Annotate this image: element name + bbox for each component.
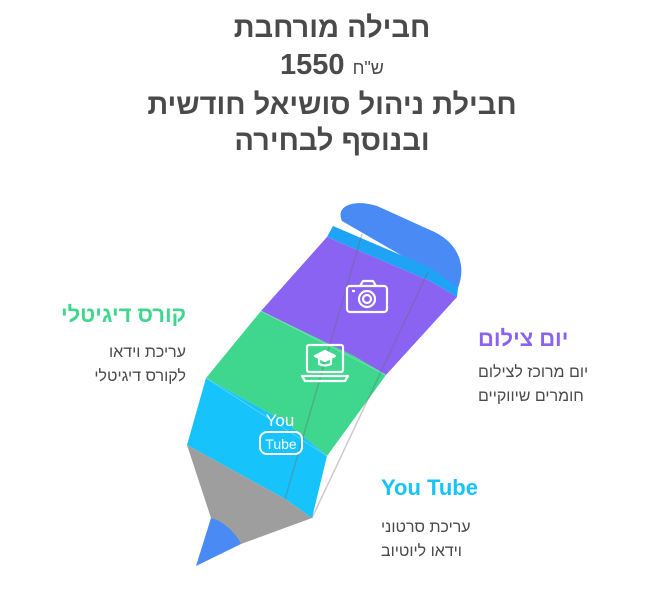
label-youtube-title: You Tube <box>381 475 478 500</box>
label-course: קורס דיגיטלי עריכת וידאו לקורס דיגיטלי <box>61 301 186 389</box>
youtube-icon-text-top: You <box>266 411 295 430</box>
pencil-tip <box>196 518 241 566</box>
segment-course <box>206 311 386 456</box>
label-youtube-desc-line1: עריכת סרטוני <box>381 519 471 536</box>
label-photo-desc-line2: חומרים שיווקיים <box>478 388 584 405</box>
price-currency: ש"ח <box>352 58 384 78</box>
pencil-eraser <box>340 203 462 288</box>
package-title: חבילה מורחבת <box>233 12 431 44</box>
package-addon-line: ובנוסף לבחירה <box>234 125 430 157</box>
pencil-band <box>327 226 458 297</box>
label-youtube-desc-line2: וידאו ליוטיוב <box>381 543 462 560</box>
youtube-icon-text-bottom: Tube <box>265 436 297 452</box>
header: חבילה מורחבת 1550 ש"ח חבילת ניהול סושיאל… <box>0 10 664 159</box>
pencil-wood <box>187 445 312 544</box>
label-course-desc-line1: עריכת וידאו <box>109 344 186 361</box>
segment-photo <box>261 237 457 375</box>
laptop-graduation-icon <box>300 343 350 383</box>
camera-icon <box>345 279 389 314</box>
segment-youtube <box>187 378 327 518</box>
label-photo-desc-line1: יום מרוכז לצילום <box>478 364 589 381</box>
label-photo-title: יום צילום <box>478 326 569 351</box>
price-line: 1550 ש"ח <box>0 46 664 87</box>
youtube-icon: You Tube <box>259 411 303 455</box>
label-course-desc-line2: לקורס דיגיטלי <box>94 368 186 385</box>
price-value: 1550 <box>280 49 345 81</box>
label-youtube: You Tube עריכת סרטוני וידאו ליוטיוב <box>381 474 478 564</box>
package-subtitle: חבילת ניהול סושיאל חודשית <box>147 89 517 121</box>
label-photo: יום צילום יום מרוכז לצילום חומרים שיווקי… <box>478 325 588 409</box>
label-course-title: קורס דיגיטלי <box>60 302 186 327</box>
